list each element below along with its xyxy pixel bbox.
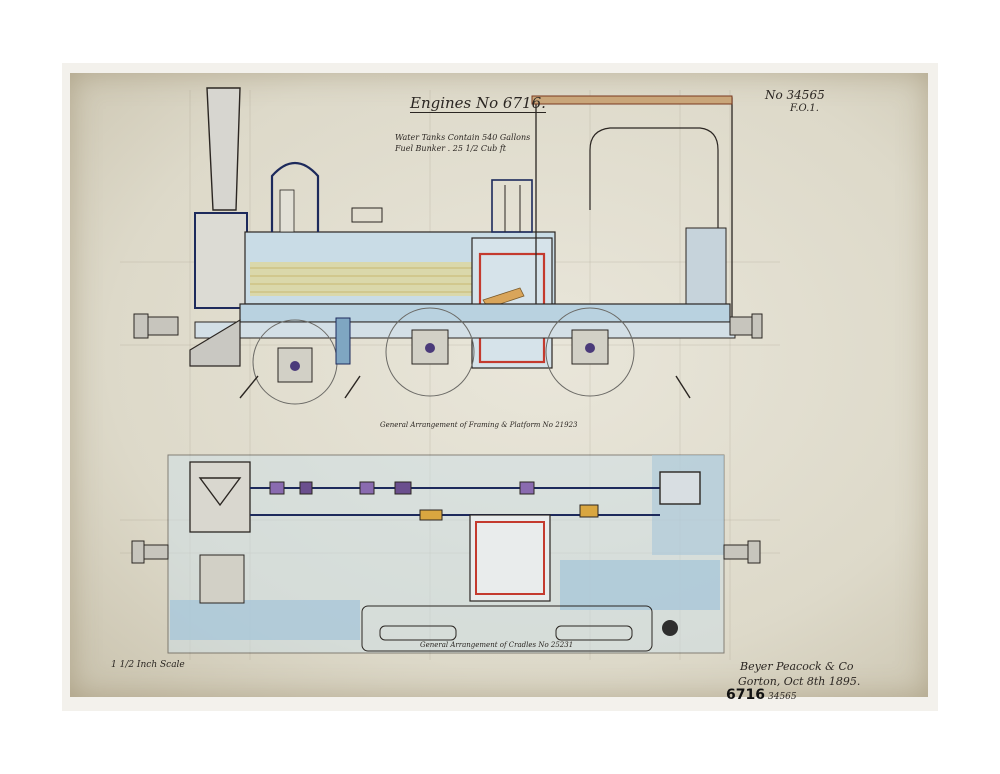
coal-bunker <box>685 227 727 317</box>
motion-link <box>335 317 351 365</box>
steam-dome <box>270 161 320 232</box>
bunker-plan <box>659 471 701 505</box>
plan-front-buffer <box>131 540 169 564</box>
firebox-casing <box>471 237 553 369</box>
sand-pipe <box>662 620 678 636</box>
springs <box>239 375 691 399</box>
firebox-plan <box>469 514 551 602</box>
side-elevation <box>133 87 763 405</box>
drawing-sub-number: F.O.1. <box>790 103 819 114</box>
drawing-title: Engines No 6716. <box>410 94 546 113</box>
smokebox-saddle <box>199 554 245 604</box>
running-plate <box>239 303 731 323</box>
rear-buffer <box>729 313 763 339</box>
cylinder-block <box>189 461 251 533</box>
place-date: Gorton, Oct 8th 1895. <box>738 675 861 688</box>
cab-roof <box>531 95 733 105</box>
scale-note: 1 1/2 Inch Scale <box>111 660 185 670</box>
safety-valves <box>491 179 533 233</box>
tank-capacity-note: Water Tanks Contain 540 Gallons <box>395 133 531 142</box>
smokebox <box>194 212 248 309</box>
drawing-number: No 34565 <box>765 88 825 102</box>
bunker-wash <box>652 455 724 555</box>
plan-view-caption: General Arrangement of Cradles No 25231 <box>420 641 574 649</box>
plan-view <box>131 454 761 654</box>
tank-wash-right <box>560 560 720 610</box>
axle-boxes <box>277 329 609 383</box>
regulator-pipe <box>279 189 295 233</box>
chimney <box>206 87 241 211</box>
driving-wheels <box>252 307 635 405</box>
valve-gear <box>269 481 599 521</box>
maker-signature: Beyer Peacock & Co <box>740 660 854 673</box>
boiler-tubes <box>250 262 480 296</box>
sandbox <box>351 207 383 223</box>
fuel-bunker-note: Fuel Bunker . 25 1/2 Cub ft <box>395 144 507 153</box>
tube-lines <box>250 267 480 293</box>
plan-rear-buffer <box>723 540 761 564</box>
firebox-plan-copper <box>475 521 545 595</box>
cab-spectacle-opening <box>589 127 719 230</box>
front-buffer <box>133 313 179 339</box>
cylinder <box>189 318 241 367</box>
side-tanks-plan <box>361 605 653 652</box>
engine-stamp: 6716 <box>726 687 765 703</box>
side-elevation-caption: General Arrangement of Framing & Platfor… <box>380 421 578 429</box>
tank-wash-left <box>170 600 360 640</box>
stamp-subnumber: 34565 <box>768 692 797 702</box>
